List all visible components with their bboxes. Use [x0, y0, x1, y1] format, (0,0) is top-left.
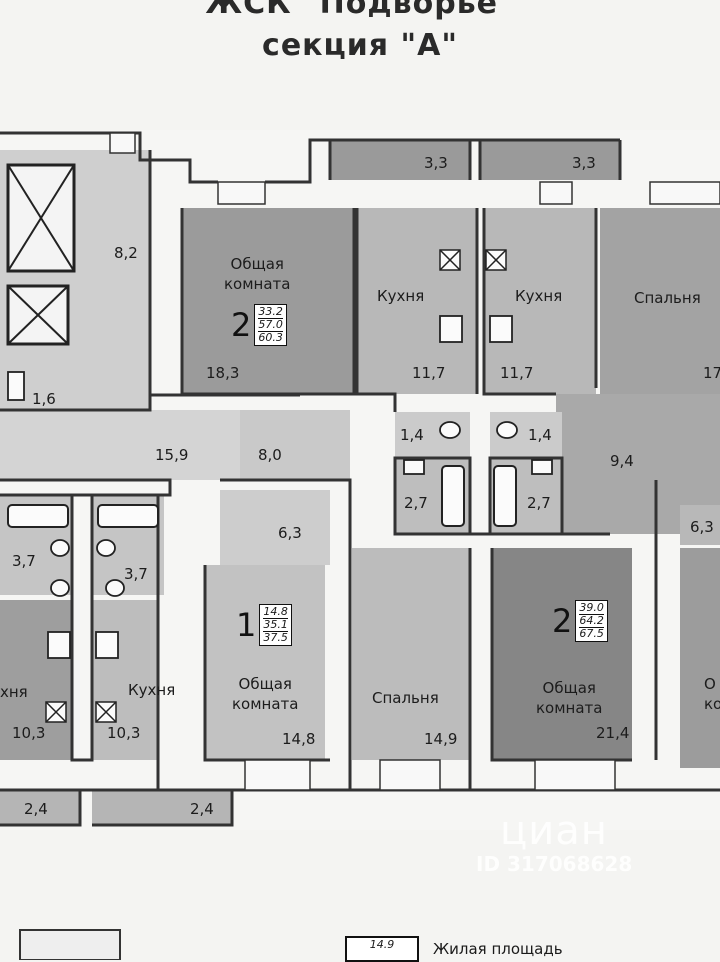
area-room-top: 18,3 [206, 364, 240, 382]
room-top [182, 208, 354, 394]
area-hall-top: 8,2 [114, 244, 138, 262]
bedroom-mid [352, 548, 470, 760]
area-kitchen-top-1: 11,7 [412, 364, 446, 382]
kitchen-bl-1 [0, 600, 72, 760]
corridor-floor [0, 410, 240, 480]
plan-title-line1: ЖСК "Подворье" [205, 0, 515, 21]
label-bedroom-right: Спальня [634, 289, 701, 307]
area-bath-left-1: 3,7 [12, 552, 36, 570]
area-room-big: 21,4 [596, 724, 630, 742]
area-balcony-bottom-1: 2,4 [24, 800, 48, 818]
legend: 14.9 Жилая площадь [345, 936, 563, 962]
area-hall-right: 9,4 [610, 452, 634, 470]
area-bath-b: 1,4 [528, 426, 552, 444]
label-kitchen-bl-2: Кухня [128, 681, 176, 699]
area-kitchen-top-2: 11,7 [500, 364, 534, 382]
area-balcony-bottom-2: 2,4 [190, 800, 214, 818]
room-1 [205, 565, 325, 760]
label-kitchen-2: Кухня [515, 287, 563, 305]
area-room-1: 14,8 [282, 730, 316, 748]
bathtub-3 [7, 504, 69, 528]
kitchen-top-2 [484, 208, 596, 394]
area-corridor: 15,9 [155, 446, 189, 464]
area-bath-d: 2,7 [527, 494, 551, 512]
legend-sample: 14.9 [345, 936, 419, 962]
balcony-bottom-2 [92, 790, 232, 825]
label-bedroom-mid: Спальня [372, 689, 439, 707]
label-kitchen-1: Кухня [377, 287, 425, 305]
area-hall-far-right: 6,3 [690, 518, 714, 536]
plan-title-line2: секция "А" [262, 28, 458, 63]
label-common-room-cut: Оком [704, 675, 720, 713]
area-kitchen-bl-1: 10,3 [12, 724, 46, 742]
bathtub-2 [493, 465, 517, 527]
watermark-brand: циан [500, 808, 608, 854]
bedroom-right [600, 208, 720, 394]
area-bath-a: 1,4 [400, 426, 424, 444]
balcony-bottom-1 [0, 790, 80, 825]
area-bath-left-2: 3,7 [124, 565, 148, 583]
area-kitchen-bl-2: 10,3 [107, 724, 141, 742]
kitchen-top-1 [357, 208, 477, 394]
area-hall-mid: 8,0 [258, 446, 282, 464]
area-bedroom-mid: 14,9 [424, 730, 458, 748]
watermark-id: ID 317068628 [476, 852, 633, 876]
area-lift-small: 1,6 [32, 390, 56, 408]
area-bath-c: 2,7 [404, 494, 428, 512]
balcony-top-1 [330, 140, 470, 180]
balcony-top-2 [480, 140, 620, 180]
room-big [492, 548, 632, 760]
legend-text: Жилая площадь [433, 940, 563, 958]
area-bedroom-right: 17 [703, 364, 720, 382]
area-balcony-left: 3,3 [424, 154, 448, 172]
label-kitchen-bl-1: хня [0, 683, 28, 701]
bathtub-4 [97, 504, 159, 528]
area-hall-1room: 6,3 [278, 524, 302, 542]
area-balcony-right: 3,3 [572, 154, 596, 172]
bathtub-1 [441, 465, 465, 527]
kitchen-bl-2 [92, 600, 158, 760]
